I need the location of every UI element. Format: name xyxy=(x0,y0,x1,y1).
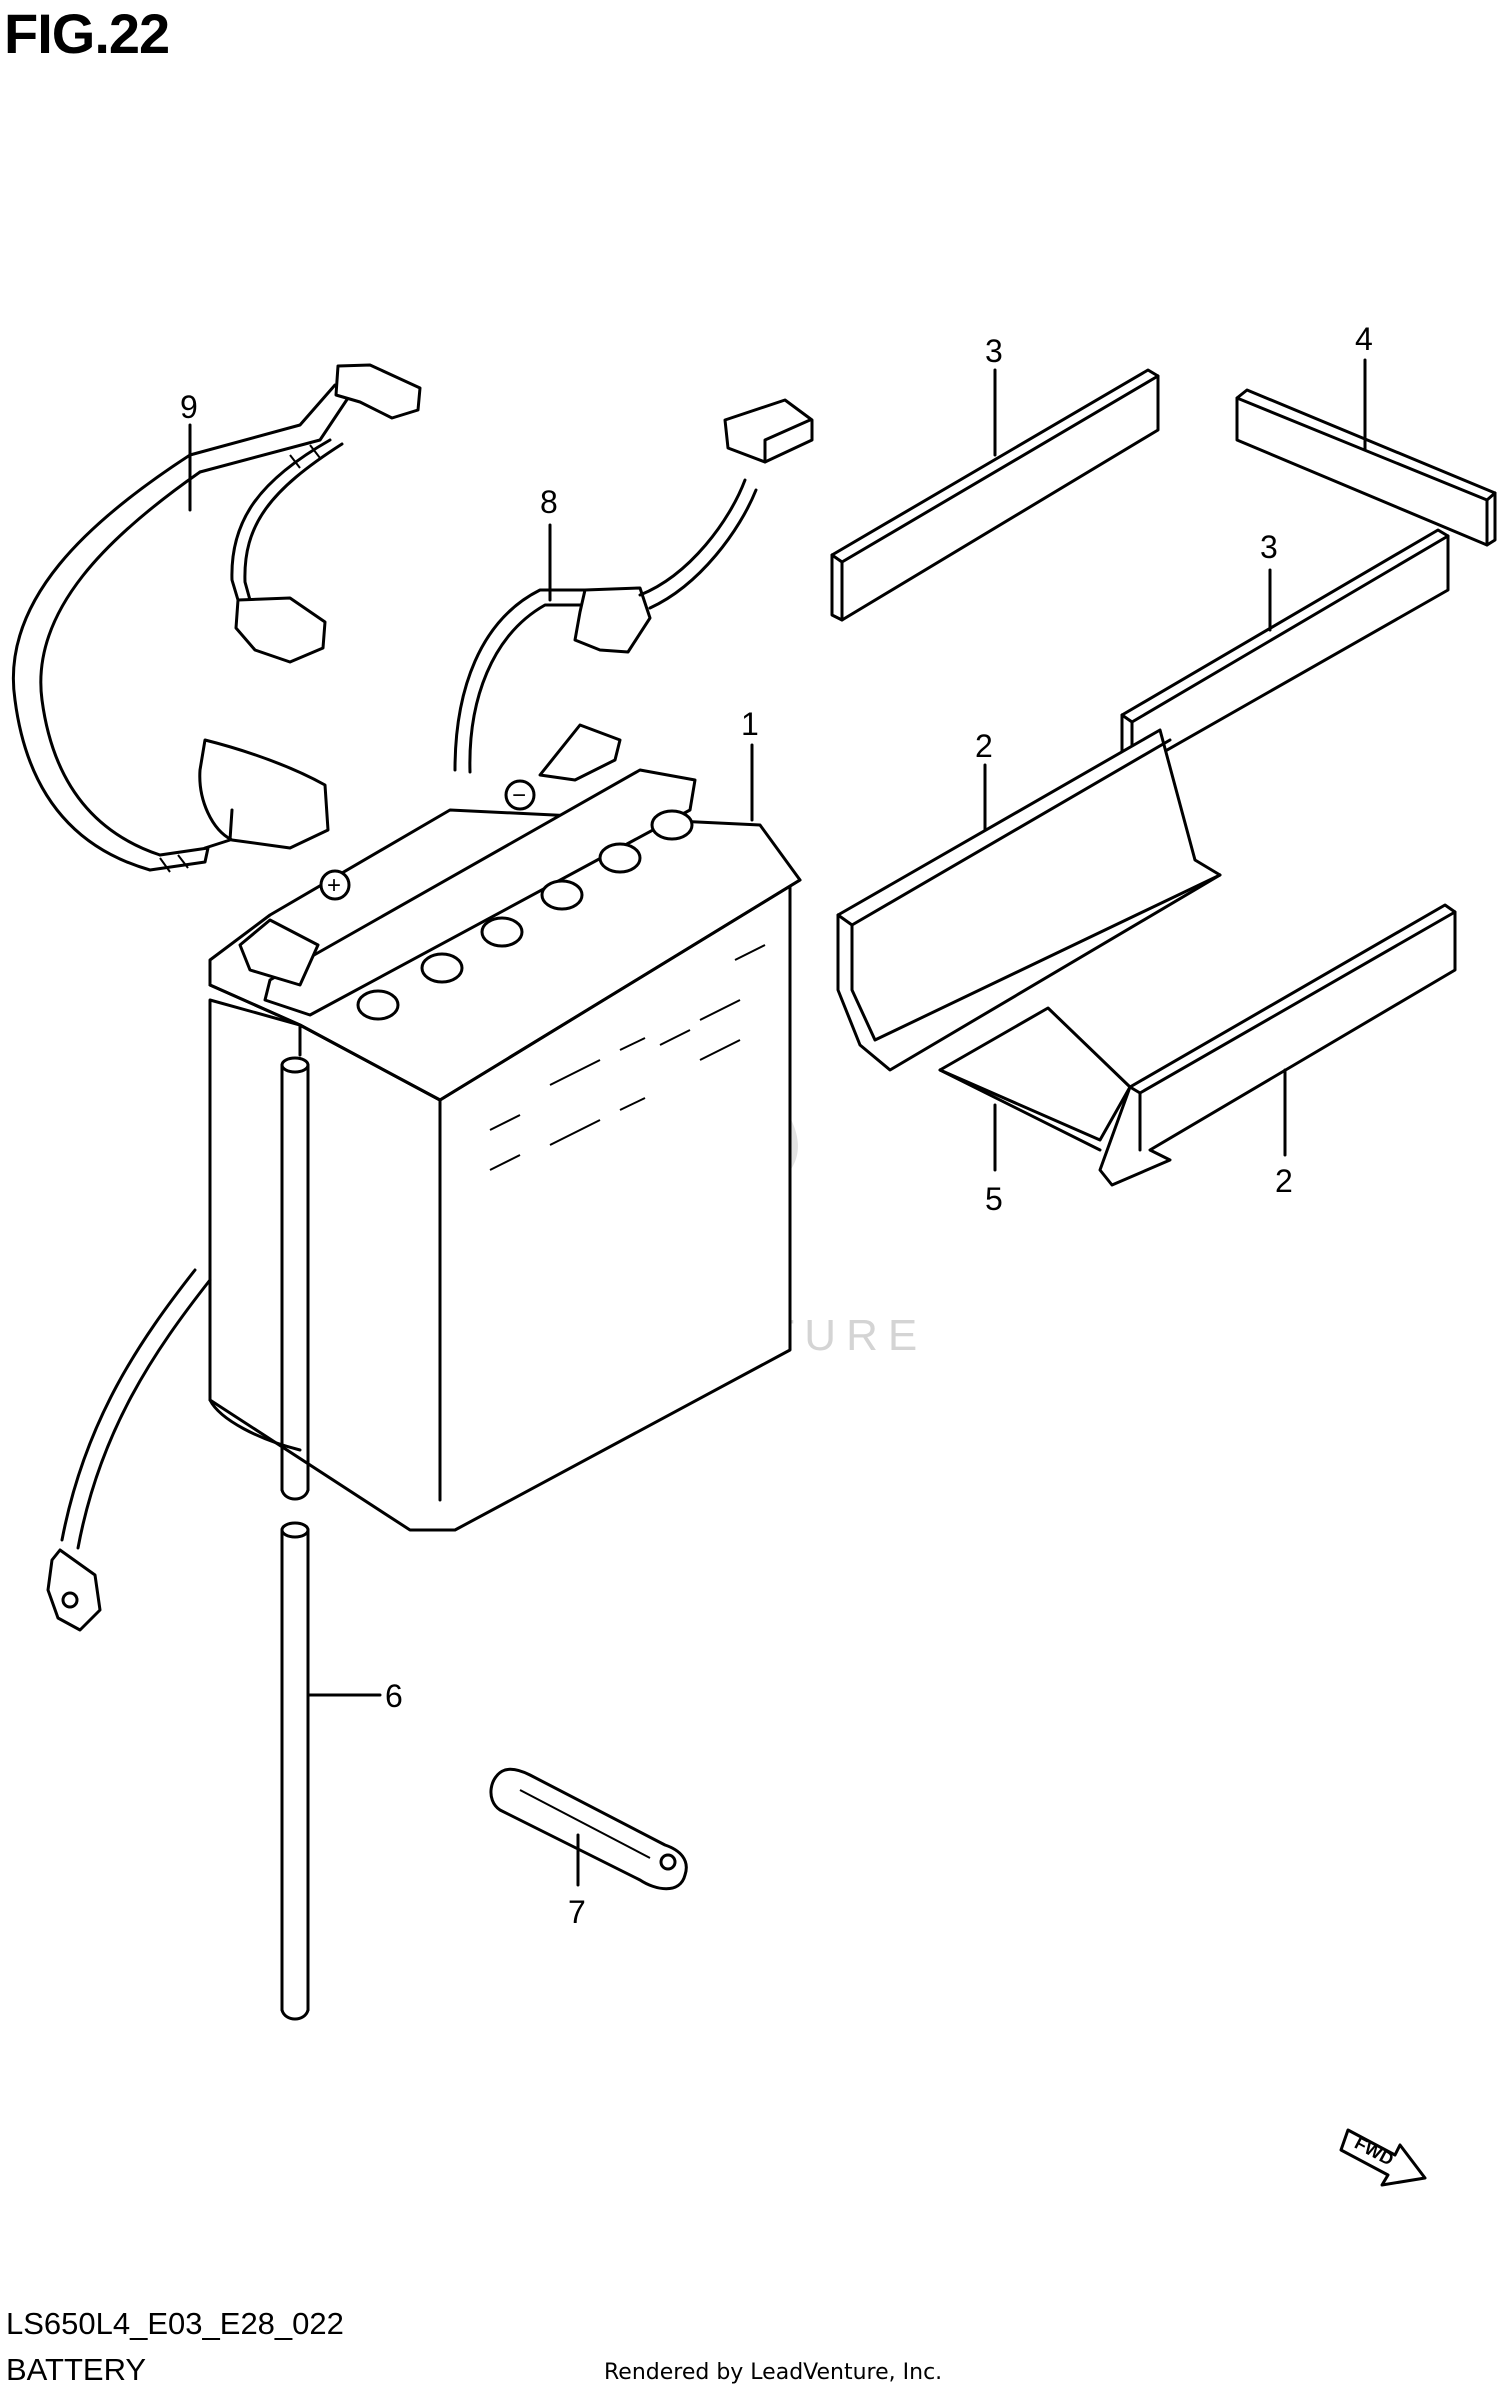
positive-terminal xyxy=(319,869,351,901)
part-8-sub-harness xyxy=(453,398,814,774)
fwd-direction-marker: FWD xyxy=(1339,2128,1427,2187)
callout-4: 4 xyxy=(1355,321,1373,357)
render-credit: Rendered by LeadVenture, Inc. xyxy=(604,2360,943,2385)
callout-2-upper: 2 xyxy=(975,728,993,764)
drawing-code: LS650L4_E03_E28_022 xyxy=(6,2306,344,2341)
part-1-battery: + − xyxy=(208,723,802,1532)
negative-terminal xyxy=(504,779,536,811)
callout-3-upper: 3 xyxy=(985,333,1003,369)
part-3-cushion-top xyxy=(830,368,1160,622)
callout-labels: 1 2 2 3 3 4 5 6 7 8 9 xyxy=(180,321,1373,1930)
drawing-caption: BATTERY xyxy=(6,2352,147,2387)
part-3-cushion-middle xyxy=(1120,528,1450,772)
callout-8: 8 xyxy=(540,484,558,520)
figure-title: FIG.22 xyxy=(4,2,170,65)
battery-case-markings xyxy=(489,944,766,1171)
part-5-base-pad xyxy=(938,1006,1132,1172)
part-2-side-cushion-right xyxy=(1098,903,1457,1187)
part-9-wiring-harness xyxy=(11,363,422,873)
part-2-side-cushion-left xyxy=(836,728,1222,1072)
positive-mark: + xyxy=(327,872,341,899)
callout-3-middle: 3 xyxy=(1260,529,1278,565)
callout-1: 1 xyxy=(741,706,759,742)
part-7-holder-strap xyxy=(489,1767,688,1891)
leader-lines xyxy=(188,423,754,822)
battery-cell-caps xyxy=(356,809,694,1021)
part-6-breather-tube xyxy=(280,1056,382,2021)
callout-5: 5 xyxy=(985,1181,1003,1217)
part-4-cushion xyxy=(1235,358,1497,547)
negative-mark: − xyxy=(512,782,526,809)
callout-7: 7 xyxy=(568,1894,586,1930)
ground-lead xyxy=(46,1268,212,1632)
callout-6: 6 xyxy=(385,1678,403,1714)
callout-2-lower: 2 xyxy=(1275,1163,1293,1199)
callout-9: 9 xyxy=(180,389,198,425)
